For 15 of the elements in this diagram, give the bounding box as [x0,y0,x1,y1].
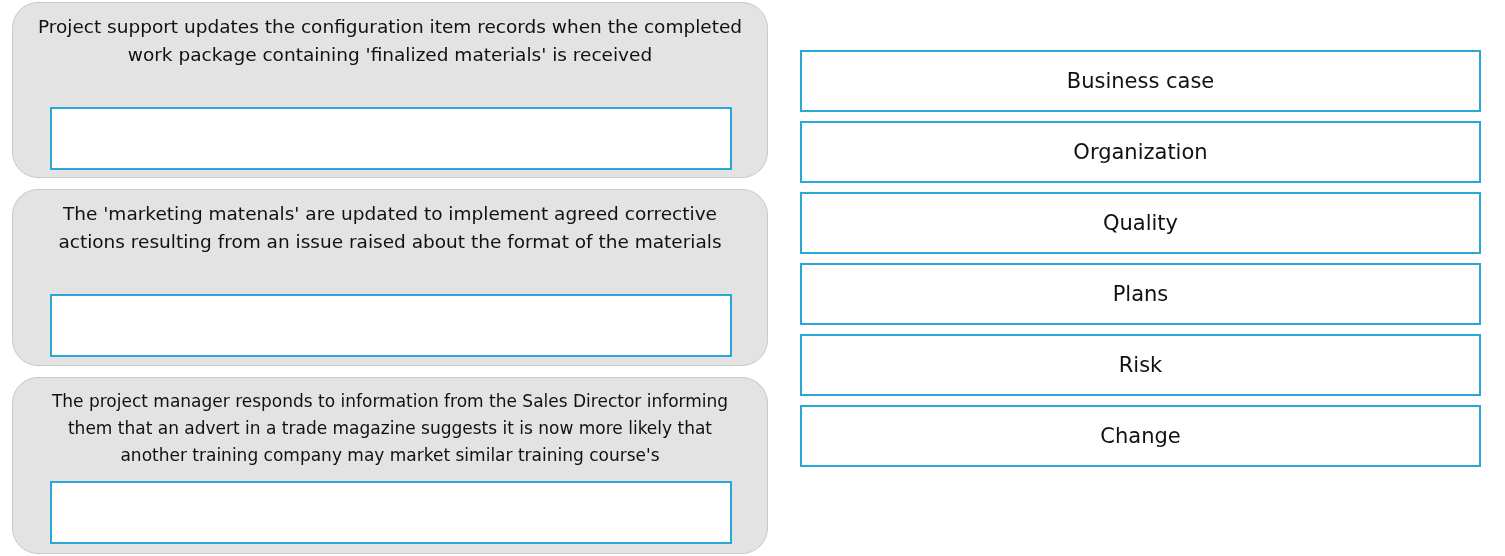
question-card [12,189,768,366]
question-text: The 'marketing matenals' are updated to implement agreed corrective actions resulting from an issue raised about the format of the materials [57,202,723,254]
answer-option: Quality [800,192,1481,254]
answer-option: Organization [800,121,1481,183]
answer-option: Risk [800,334,1481,396]
answer-box [50,107,732,170]
answer-option: Plans [800,263,1481,325]
answer-box [50,294,732,357]
question-text: Project support updates the configuration item records when the completed work package containing 'finalized materials' is received [37,15,743,67]
question-card [12,2,768,178]
question-card [12,377,768,554]
answer-option: Change [800,405,1481,467]
answer-box [50,481,732,544]
answer-option: Business case [800,50,1481,112]
question-text: The project manager responds to information from the Sales Director informing them that an advert in a trade magazine suggests it is now more likely that another training company may market similar training course's [50,390,730,467]
